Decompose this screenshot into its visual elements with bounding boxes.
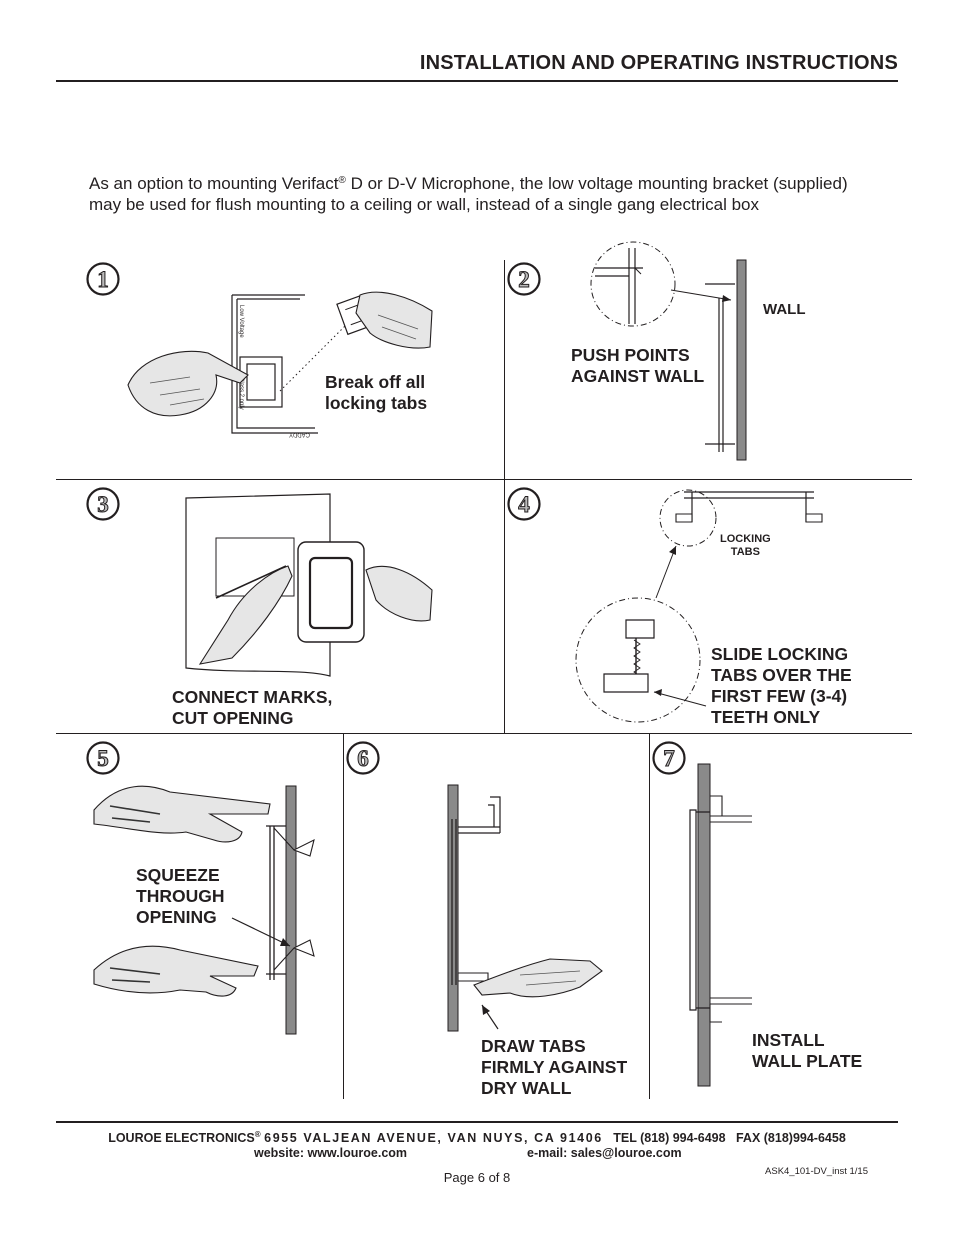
- grid-divider-col-bottom-1: [343, 733, 344, 1099]
- grid-divider-col-top: [504, 260, 505, 733]
- wall-label: WALL: [763, 301, 806, 318]
- step2-label: PUSH POINTS AGAINST WALL: [571, 345, 705, 386]
- step-number-6-text: 6: [357, 746, 369, 771]
- company-address: 6955 VALJEAN AVENUE, VAN NUYS, CA 91406: [264, 1131, 603, 1146]
- bracket-class2-text: Class 2 only: [238, 377, 244, 410]
- step2-wall-illustration: [590, 241, 747, 461]
- intro-text-end: D or D-V Microphone, the low voltage mou…: [89, 174, 848, 214]
- step-number-4-text: 4: [518, 492, 530, 517]
- footer-registered-mark: ®: [254, 1130, 261, 1139]
- company-email: e-mail: sales@louroe.com: [527, 1146, 682, 1160]
- bracket-low-voltage-text: Low Voltage: [238, 305, 244, 338]
- step-number-1-icon: 1: [86, 262, 120, 296]
- step-number-3-icon: 3: [86, 487, 120, 521]
- step1-label: Break off all locking tabs: [325, 372, 428, 413]
- step-number-2-icon: 2: [507, 262, 541, 296]
- company-name: LOUROE ELECTRONICS: [108, 1131, 255, 1146]
- grid-divider-col-bottom-2: [649, 733, 650, 1099]
- company-tel: TEL (818) 994-6498: [613, 1131, 726, 1146]
- step4-locking-tabs-illustration: [575, 489, 823, 723]
- step5-label: SQUEEZE THROUGH OPENING: [136, 865, 225, 927]
- header-rule: [56, 80, 898, 82]
- intro-paragraph: As an option to mounting Verifact® D or …: [89, 170, 869, 215]
- step7-label: INSTALL WALL PLATE: [752, 1030, 863, 1071]
- step4-label: SLIDE LOCKING TABS OVER THE FIRST FEW (3…: [711, 644, 852, 727]
- step1-bracket-illustration: Low Voltage Class 2 only CADDY: [127, 291, 433, 437]
- step3-cut-opening-illustration: [185, 493, 433, 677]
- company-fax: FAX (818)994-6458: [735, 1131, 846, 1146]
- step-number-3-text: 3: [97, 492, 109, 517]
- step3-label: CONNECT MARKS, CUT OPENING: [172, 687, 333, 728]
- page-number: Page 6 of 8: [443, 1170, 511, 1185]
- grid-divider-row1: [56, 479, 912, 480]
- company-website: website: www.louroe.com: [254, 1146, 408, 1160]
- step-number-6-icon: 6: [346, 741, 380, 775]
- locking-tabs-label: LOCKING TABS: [720, 533, 771, 558]
- step6-label: DRAW TABS FIRMLY AGAINST DRY WALL: [481, 1036, 628, 1098]
- intro-text-start: As an option to mounting Verifact: [89, 174, 339, 193]
- document-id: ASK4_101-DV_inst 1/15: [765, 1166, 868, 1177]
- step-number-7-icon: 7: [652, 741, 686, 775]
- step-number-5-icon: 5: [86, 741, 120, 775]
- step-number-2-text: 2: [518, 267, 530, 292]
- grid-divider-row2: [56, 733, 912, 734]
- step6-draw-tabs-illustration: [447, 784, 603, 1032]
- step-number-7-text: 7: [663, 746, 675, 771]
- step-number-4-icon: 4: [507, 487, 541, 521]
- step7-install-plate-illustration: [689, 763, 752, 1087]
- step-number-1-text: 1: [97, 267, 109, 292]
- step5-squeeze-illustration: [93, 785, 315, 1035]
- footer-rule: [56, 1121, 898, 1123]
- footer-address-line: LOUROE ELECTRONICS® 6955 VALJEAN AVENUE,…: [0, 1130, 954, 1145]
- bracket-caddy-text: CADDY: [289, 431, 310, 437]
- step-number-5-text: 5: [97, 746, 109, 771]
- page-title: INSTALLATION AND OPERATING INSTRUCTIONS: [419, 52, 898, 74]
- registered-mark: ®: [338, 175, 346, 186]
